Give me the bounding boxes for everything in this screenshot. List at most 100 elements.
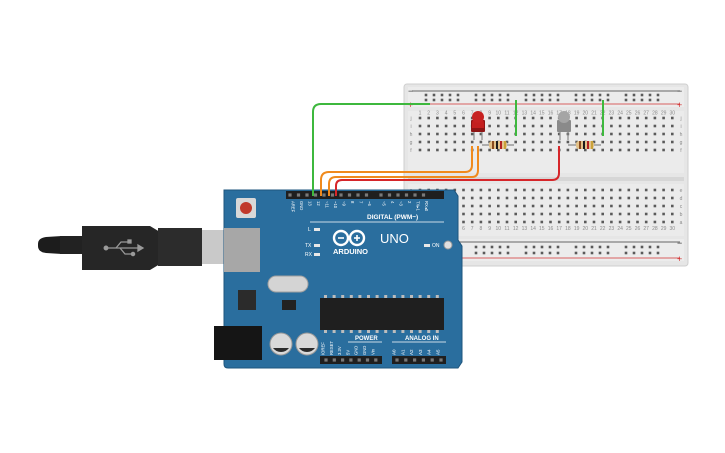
breadboard-hole[interactable] <box>566 196 570 200</box>
digital-pin[interactable] <box>413 193 417 197</box>
breadboard-hole[interactable] <box>601 148 604 152</box>
breadboard-hole[interactable] <box>662 212 665 216</box>
breadboard-hole[interactable] <box>566 212 570 216</box>
rail-hole[interactable] <box>474 245 478 249</box>
rail-hole[interactable] <box>498 251 502 255</box>
rail-hole[interactable] <box>540 93 544 97</box>
breadboard-hole[interactable] <box>497 204 500 208</box>
breadboard-hole[interactable] <box>627 132 631 136</box>
breadboard-hole[interactable] <box>557 204 561 208</box>
breadboard-hole[interactable] <box>549 196 552 200</box>
breadboard-hole[interactable] <box>479 204 483 208</box>
rail-hole[interactable] <box>440 93 444 97</box>
breadboard-hole[interactable] <box>662 140 665 144</box>
breadboard-hole[interactable] <box>540 196 544 200</box>
breadboard-hole[interactable] <box>479 220 483 224</box>
digital-pin[interactable] <box>305 193 309 197</box>
breadboard-hole[interactable] <box>584 124 587 128</box>
breadboard-hole[interactable] <box>453 140 457 144</box>
rail-hole[interactable] <box>556 98 560 102</box>
rail-hole[interactable] <box>574 93 578 97</box>
rail-hole[interactable] <box>590 251 594 255</box>
breadboard-hole[interactable] <box>523 220 526 224</box>
breadboard-hole[interactable] <box>644 188 648 192</box>
breadboard-hole[interactable] <box>505 204 509 208</box>
breadboard-hole[interactable] <box>453 116 457 120</box>
rail-hole[interactable] <box>648 251 652 255</box>
digital-pin[interactable] <box>339 193 343 197</box>
breadboard-hole[interactable] <box>488 196 491 200</box>
breadboard-hole[interactable] <box>549 116 552 120</box>
breadboard-hole[interactable] <box>610 116 613 120</box>
rail-hole[interactable] <box>632 245 636 249</box>
breadboard-hole[interactable] <box>418 148 422 152</box>
breadboard-hole[interactable] <box>549 132 552 136</box>
wire-orange-pin13[interactable] <box>320 146 473 196</box>
breadboard-hole[interactable] <box>636 132 639 136</box>
breadboard-hole[interactable] <box>557 140 561 144</box>
breadboard-hole[interactable] <box>627 140 631 144</box>
breadboard-hole[interactable] <box>592 148 596 152</box>
breadboard-hole[interactable] <box>627 212 631 216</box>
rail-hole[interactable] <box>632 93 636 97</box>
breadboard-hole[interactable] <box>444 124 448 128</box>
digital-pin[interactable] <box>404 193 409 197</box>
breadboard-hole[interactable] <box>470 188 474 192</box>
breadboard-hole[interactable] <box>505 140 509 144</box>
breadboard-hole[interactable] <box>453 132 457 136</box>
breadboard-hole[interactable] <box>549 140 552 144</box>
breadboard-hole[interactable] <box>636 204 639 208</box>
digital-pin[interactable] <box>356 193 360 197</box>
rail-hole[interactable] <box>506 93 510 97</box>
rail-hole[interactable] <box>498 98 502 102</box>
breadboard-hole[interactable] <box>540 188 544 192</box>
breadboard-hole[interactable] <box>462 212 465 216</box>
breadboard-hole[interactable] <box>540 132 544 136</box>
breadboard-hole[interactable] <box>523 140 526 144</box>
breadboard-hole[interactable] <box>627 196 631 200</box>
breadboard-hole[interactable] <box>557 196 561 200</box>
breadboard-hole[interactable] <box>488 140 491 144</box>
breadboard-hole[interactable] <box>627 124 631 128</box>
rail-hole[interactable] <box>606 251 610 255</box>
rail-hole[interactable] <box>598 245 602 249</box>
breadboard-hole[interactable] <box>636 188 639 192</box>
wire-red-pin11[interactable] <box>335 146 560 196</box>
rail-hole[interactable] <box>656 245 660 249</box>
breadboard-hole[interactable] <box>601 140 604 144</box>
breadboard-hole[interactable] <box>584 196 587 200</box>
rail-hole[interactable] <box>540 245 544 249</box>
rail-hole[interactable] <box>448 98 452 102</box>
rail-hole[interactable] <box>648 93 652 97</box>
breadboard-hole[interactable] <box>636 116 639 120</box>
breadboard-hole[interactable] <box>540 220 544 224</box>
breadboard-hole[interactable] <box>514 196 517 200</box>
rail-hole[interactable] <box>432 98 436 102</box>
breadboard-hole[interactable] <box>549 212 552 216</box>
breadboard-hole[interactable] <box>671 132 674 136</box>
breadboard-hole[interactable] <box>653 148 657 152</box>
breadboard-hole[interactable] <box>436 116 439 120</box>
breadboard-hole[interactable] <box>644 124 648 128</box>
breadboard-hole[interactable] <box>671 116 674 120</box>
breadboard-hole[interactable] <box>627 148 631 152</box>
breadboard-hole[interactable] <box>610 196 613 200</box>
breadboard-hole[interactable] <box>462 140 465 144</box>
breadboard-hole[interactable] <box>470 196 474 200</box>
breadboard-hole[interactable] <box>540 148 544 152</box>
led-off[interactable] <box>557 111 571 140</box>
rail-hole[interactable] <box>524 98 528 102</box>
breadboard-hole[interactable] <box>584 212 587 216</box>
rail-hole[interactable] <box>532 251 536 255</box>
rail-hole[interactable] <box>498 245 502 249</box>
breadboard-hole[interactable] <box>584 204 587 208</box>
rail-hole[interactable] <box>456 93 460 97</box>
rail-hole[interactable] <box>524 251 528 255</box>
rail-hole[interactable] <box>524 245 528 249</box>
breadboard-hole[interactable] <box>436 124 439 128</box>
analog-pin[interactable] <box>439 358 443 362</box>
breadboard-hole[interactable] <box>592 116 596 120</box>
breadboard-hole[interactable] <box>566 188 570 192</box>
resistor-1[interactable] <box>482 141 514 149</box>
rail-hole[interactable] <box>490 98 494 102</box>
